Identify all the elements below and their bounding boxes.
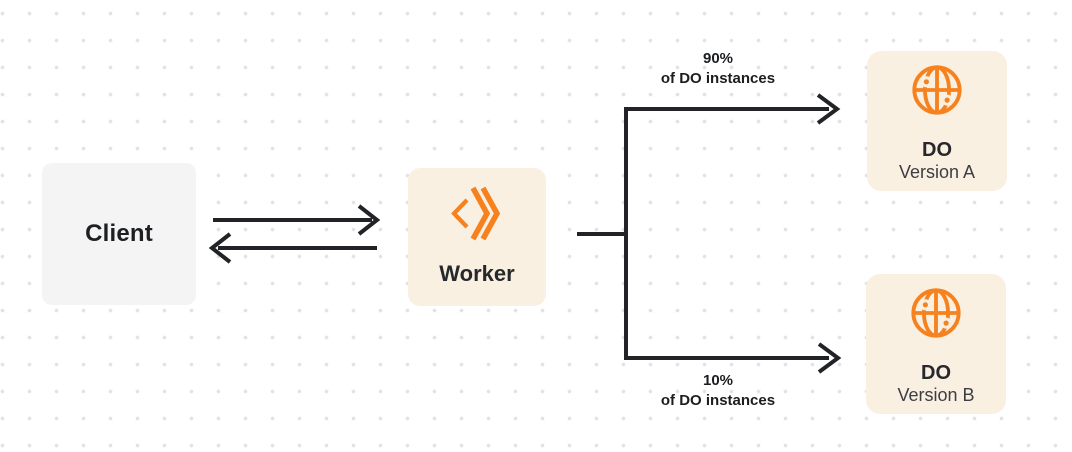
split-bottom-percent: 10% [702,372,734,389]
node-do-version-a: DO Version A [867,51,1007,191]
arrow-worker-to-client-head-icon [208,232,232,264]
worker-label: Worker [439,261,515,286]
client-label: Client [85,220,153,247]
split-bottom-caption: of DO instances [660,392,776,409]
node-do-version-b: DO Version B [866,274,1006,414]
arrow-client-to-worker-head-icon [357,204,381,236]
split-top-caption: of DO instances [660,70,776,87]
split-branch-line [624,107,829,360]
arrow-split-bottom-head-icon [817,342,842,374]
split-top-percent: 90% [702,50,734,67]
node-worker: Worker [408,168,546,306]
do-a-subtitle: Version A [898,162,976,182]
globe-icon [911,288,961,338]
split-label-10-percent: 10% of DO instances [588,371,848,411]
split-label-90-percent: 90% of DO instances [588,49,848,89]
do-b-subtitle: Version B [897,385,975,405]
do-a-title: DO [922,139,952,161]
node-client: Client [42,163,196,305]
arrow-split-top-head-icon [816,93,841,125]
cloudflare-workers-icon [451,186,501,241]
globe-icon [912,65,962,115]
do-b-title: DO [921,362,951,384]
